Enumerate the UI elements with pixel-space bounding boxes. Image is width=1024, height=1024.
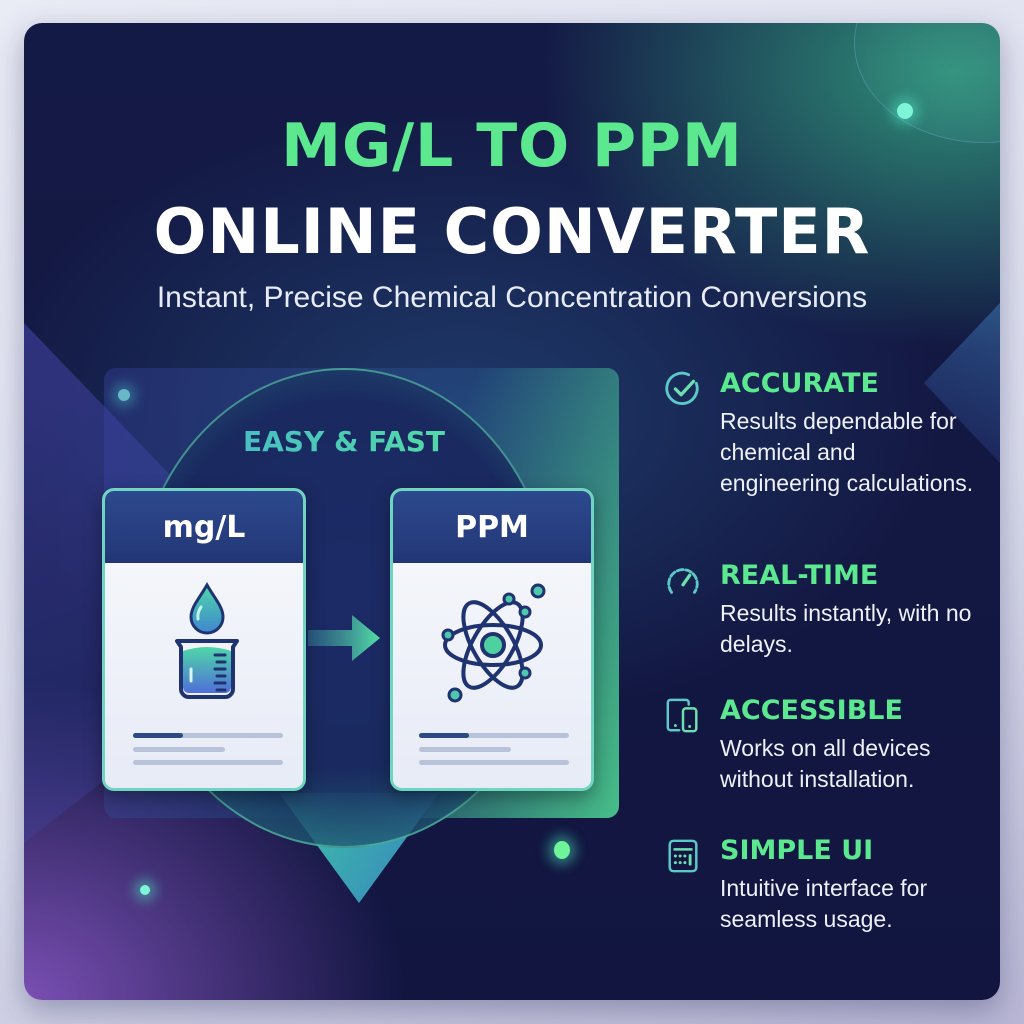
feature-title: REAL-TIME: [720, 560, 879, 591]
from-unit-card: mg/L: [102, 488, 306, 791]
placeholder-line: [133, 760, 283, 765]
easy-fast-label: EASY & FAST: [194, 425, 494, 458]
placeholder-line: [133, 747, 225, 752]
glow-dot: [118, 389, 130, 401]
feature-title: SIMPLE UI: [720, 835, 874, 866]
title-line-2: ONLINE CONVERTER: [153, 195, 871, 268]
feature-description: Intuitive interface for seamless usage.: [720, 875, 928, 932]
check-circle-icon: [665, 371, 699, 405]
from-unit-label: mg/L: [105, 491, 303, 563]
feature-description: Results dependable for chemical and engi…: [720, 408, 974, 496]
subtitle: Instant, Precise Chemical Concentration …: [156, 281, 868, 314]
feature-title: ACCESSIBLE: [720, 695, 903, 726]
feature-description: Results instantly, with no delays.: [720, 600, 972, 657]
promo-card: MG/L TO PPM ONLINE CONVERTER Instant, Pr…: [24, 23, 1000, 1000]
glow-dot: [140, 885, 150, 895]
calculator-icon: [668, 839, 698, 873]
progress-bar: [133, 733, 283, 738]
feature-description: Works on all devices without installatio…: [720, 735, 931, 792]
title-line-1: MG/L TO PPM: [281, 111, 743, 181]
speedometer-icon: [667, 568, 699, 594]
to-unit-card: PPM: [390, 488, 594, 791]
devices-icon: [666, 698, 698, 733]
placeholder-line: [419, 760, 569, 765]
placeholder-line: [419, 747, 511, 752]
to-unit-label: PPM: [393, 491, 591, 563]
atom-icon: [441, 583, 546, 703]
progress-bar: [419, 733, 569, 738]
feature-title: ACCURATE: [720, 368, 879, 399]
decorative-pointer: [279, 793, 439, 903]
glow-dot: [554, 841, 570, 859]
arrow-right-icon: [308, 615, 380, 661]
beaker-drop-icon: [175, 581, 239, 699]
